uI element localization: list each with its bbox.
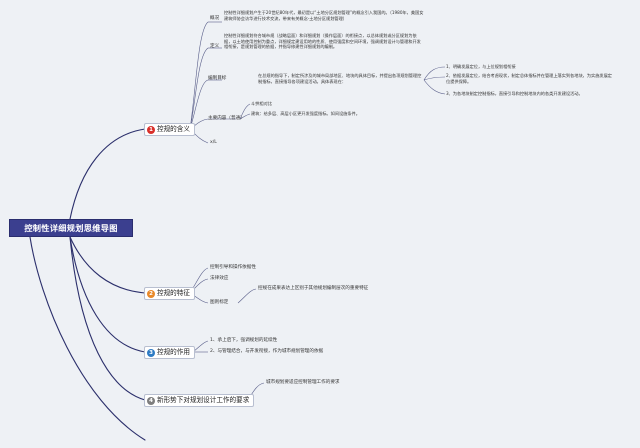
goal-item-1: 1、明确发展定位，与上位规划相衔接 <box>446 64 516 69</box>
number-badge: 3 <box>147 348 155 357</box>
branch-1-meaning[interactable]: 1 控规的含义 <box>144 123 195 136</box>
root-topic[interactable]: 控制性详细规划思维导图 <box>9 219 133 237</box>
feature-drawing-text: 控规在成果表达上区别于其他规划编制层次的重要特征 <box>258 286 369 291</box>
main-content-text-2: 建筑：给多层、高层小区更开发强度指标。如间设施条件。 <box>251 111 360 116</box>
function-item-1[interactable]: 1、承上启下，强调规划的延续性 <box>210 338 278 343</box>
topic-overview[interactable]: 概况 <box>210 16 220 21</box>
goal-item-3: 3、为各地块制定控制指标，直接引导和控制地块内的各类开发建设活动。 <box>446 91 583 96</box>
feature-drawing[interactable]: 图则标定 <box>210 300 229 305</box>
topic-small[interactable]: x/L <box>210 140 217 145</box>
feature-item-2[interactable]: 法律效应 <box>210 276 229 281</box>
overview-text: 控制性详细规划产生于20世纪80年代，最初是以“土地分区规划管理”的概念引入我国… <box>224 10 424 21</box>
branch-4-requirements[interactable]: 4 新形势下对规划设计工作的要求 <box>144 394 255 407</box>
number-badge: 2 <box>147 289 155 298</box>
branch-label: 控规的作用 <box>157 348 190 356</box>
function-item-2[interactable]: 2、与管理结合，与开发衔接，作为城市规划管理的依据 <box>210 349 324 354</box>
branch-label: 新形势下对规划设计工作的要求 <box>157 396 250 404</box>
topic-main-content[interactable]: 主要内容（普通） <box>208 116 245 121</box>
main-content-text-1: 斗拱相对比 <box>251 101 272 106</box>
topic-definition[interactable]: 定义 <box>210 44 220 49</box>
branch-label: 控规的含义 <box>157 125 190 133</box>
branch-3-function[interactable]: 3 控规的作用 <box>144 346 195 359</box>
feature-item-1[interactable]: 控制引导和操作依据性 <box>210 265 256 270</box>
definition-text: 控制性详细规划符合城市规（战略层面）和详细规划（操作层面）的衔接点，以总体规划或… <box>224 33 421 50</box>
branch-label: 控规的特征 <box>157 289 190 297</box>
number-badge: 4 <box>147 396 155 405</box>
requirement-item-1[interactable]: 城市规划要适应控制管理工作的要求 <box>266 380 340 385</box>
topic-goals[interactable]: 编制目标 <box>208 76 227 81</box>
number-badge: 1 <box>147 125 155 134</box>
goals-text: 在总规的指导下，制定所涉及的城市局部地区、地块的具体目标，并提出各项规划管理控制… <box>258 73 422 84</box>
branch-2-features[interactable]: 2 控规的特征 <box>144 287 195 300</box>
goal-item-2: 2、依据发展定位，结合考虑现状，制定总体指标并在管理上落实到各地块，为实施发展定… <box>446 73 612 84</box>
